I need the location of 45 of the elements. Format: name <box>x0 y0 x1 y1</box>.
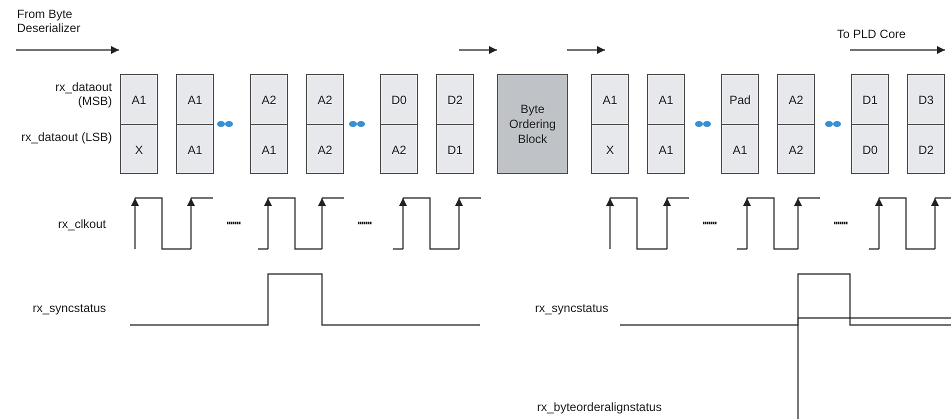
byte-value: D2 <box>918 142 934 156</box>
byte-value: D1 <box>447 142 463 156</box>
byte-value: X <box>134 142 143 156</box>
source-label: From Byte Deserializer <box>17 7 82 35</box>
signal-name: rx_byteorderalignstatus <box>537 400 663 414</box>
signal-name: rx_syncstatus <box>535 301 610 315</box>
data-register <box>306 74 344 174</box>
byte-value: A1 <box>732 142 748 156</box>
byte-value: A2 <box>318 142 332 156</box>
byte-value: D2 <box>447 92 463 106</box>
byte-value: A2 <box>392 142 406 156</box>
byte-value: Pad <box>729 92 751 106</box>
byte-value: A1 <box>658 142 674 156</box>
byte-value: A2 <box>788 142 804 156</box>
byte-value: A2 <box>788 92 804 106</box>
byte-value: X <box>606 142 614 156</box>
process-block: Byte Ordering Block <box>497 74 568 174</box>
data-register <box>721 74 759 174</box>
byte-value: A2 <box>262 92 276 106</box>
byte-value: D0 <box>862 142 878 156</box>
byte-value: A2 <box>318 92 332 106</box>
byte-value: A1 <box>132 92 146 106</box>
signal-name: rx_dataout (MSB) <box>54 80 112 108</box>
data-register <box>851 74 889 174</box>
signal-name: rx_dataout (LSB) <box>20 130 112 144</box>
byte-value: D3 <box>918 92 934 106</box>
byte-value: A1 <box>658 92 674 106</box>
data-register <box>380 74 418 174</box>
byte-value: A1 <box>188 142 202 156</box>
signal-name: rx_clkout <box>56 217 106 231</box>
data-register <box>647 74 685 174</box>
data-register <box>120 74 158 174</box>
signal-name: rx_syncstatus <box>32 301 106 315</box>
byte-value: A1 <box>602 92 618 106</box>
byte-value: A1 <box>262 142 276 156</box>
byte-value: A1 <box>188 92 202 106</box>
data-register <box>436 74 474 174</box>
byte-value: D0 <box>391 92 407 106</box>
data-register <box>907 74 945 174</box>
data-register <box>250 74 288 174</box>
data-register <box>176 74 214 174</box>
data-register <box>591 74 629 174</box>
byte-value: D1 <box>862 92 878 106</box>
destination-label: To PLD Core <box>837 27 907 41</box>
data-register <box>777 74 815 174</box>
